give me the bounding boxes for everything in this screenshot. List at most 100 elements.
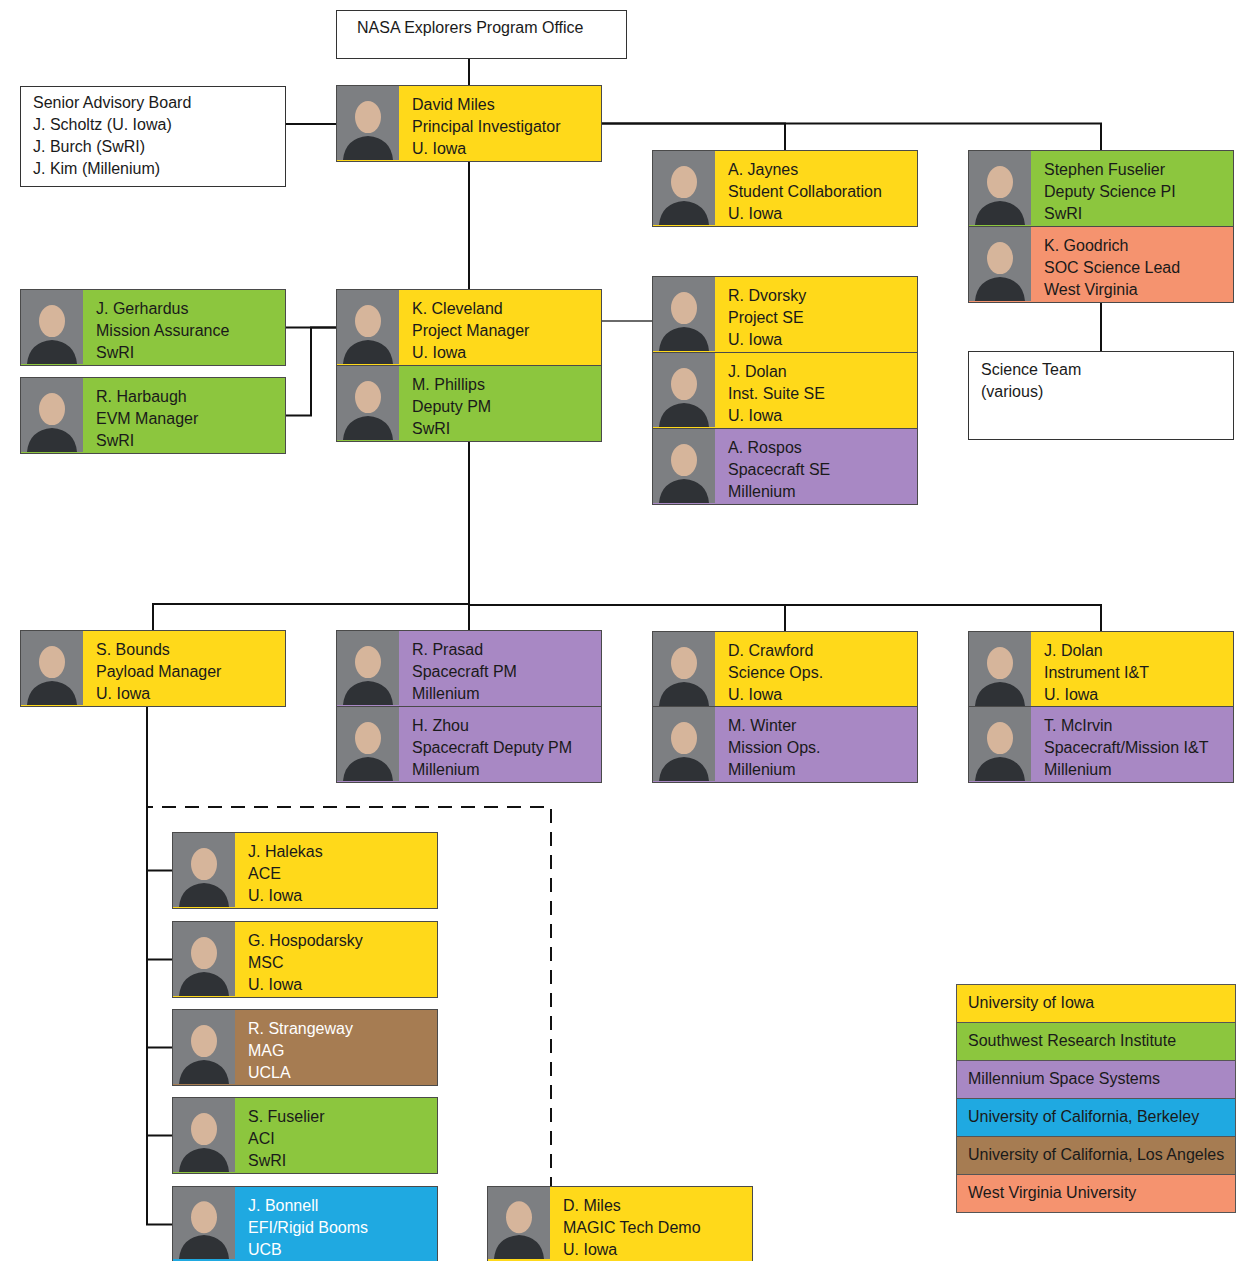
photo-ground: [653, 707, 715, 781]
node-detail: Inst. Suite SE: [728, 383, 825, 405]
text-group: J. DolanInstrument I&TU. Iowa: [1044, 640, 1149, 706]
photo-ground: [653, 429, 715, 503]
connector-line: [153, 442, 469, 630]
connector-line: [602, 320, 652, 322]
connector-line: [147, 707, 172, 1225]
node-title: R. Prasad: [412, 639, 517, 661]
photo-face: [191, 1201, 217, 1233]
photo-shoulders: [659, 403, 709, 427]
node-detail: U. Iowa: [96, 683, 221, 705]
photo-face: [355, 305, 381, 337]
text-group: G. HospodarskyMSCU. Iowa: [248, 930, 363, 996]
portrait-photo: [488, 1187, 550, 1259]
portrait-photo: [337, 86, 399, 160]
node-title: K. Cleveland: [412, 298, 529, 320]
text-group: A. JaynesStudent CollaborationU. Iowa: [728, 159, 882, 225]
node-title: D. Crawford: [728, 640, 823, 662]
photo-ground: [337, 707, 399, 781]
legend-label: University of California, Los Angeles: [957, 1137, 1235, 1166]
node-title: J. Gerhardus: [96, 298, 229, 320]
node-detail: MAGIC Tech Demo: [563, 1217, 701, 1239]
text-group: M. PhillipsDeputy PMSwRI: [412, 374, 491, 440]
text-group: J. GerhardusMission AssuranceSwRI: [96, 298, 229, 364]
node-detail: U. Iowa: [412, 342, 529, 364]
legend-label: West Virginia University: [957, 1175, 1235, 1204]
connector-line: [147, 707, 172, 871]
node-title: K. Goodrich: [1044, 235, 1180, 257]
node-title: R. Dvorsky: [728, 285, 806, 307]
photo-face: [671, 444, 697, 476]
legend-label: Millennium Space Systems: [957, 1061, 1235, 1090]
connector-line: [147, 707, 172, 1048]
node-title: R. Strangeway: [248, 1018, 353, 1040]
node-detail: U. Iowa: [728, 203, 882, 225]
photo-ground: [969, 707, 1031, 781]
photo-ground: [173, 833, 235, 907]
node-detail: UCB: [248, 1239, 368, 1261]
photo-ground: [969, 151, 1031, 225]
person-box: J. DolanInstrument I&TU. Iowa: [968, 631, 1234, 708]
person-box: D. MilesMAGIC Tech DemoU. Iowa: [487, 1186, 753, 1261]
node-detail: Spacecraft/Mission I&T: [1044, 737, 1209, 759]
photo-shoulders: [343, 340, 393, 364]
portrait-photo: [21, 290, 83, 364]
node-detail: SwRI: [96, 342, 229, 364]
photo-ground: [653, 277, 715, 351]
photo-face: [39, 646, 65, 678]
photo-face: [671, 647, 697, 679]
connector-line: [1100, 303, 1102, 351]
portrait-photo: [653, 429, 715, 503]
portrait-photo: [173, 1187, 235, 1259]
node-title: David Miles: [412, 94, 561, 116]
node-detail: ACI: [248, 1128, 324, 1150]
node-detail: Millenium: [1044, 759, 1209, 781]
photo-face: [39, 305, 65, 337]
node-title: A. Rospos: [728, 437, 830, 459]
photo-ground: [653, 353, 715, 427]
portrait-photo: [337, 631, 399, 705]
node-title: NASA Explorers Program Office: [357, 17, 583, 39]
photo-face: [987, 242, 1013, 274]
node-title: J. Halekas: [248, 841, 323, 863]
node-title: R. Harbaugh: [96, 386, 198, 408]
node-detail: Payload Manager: [96, 661, 221, 683]
text-group: J. HalekasACEU. Iowa: [248, 841, 323, 907]
photo-face: [671, 166, 697, 198]
person-box: J. GerhardusMission AssuranceSwRI: [20, 289, 286, 366]
portrait-photo: [969, 227, 1031, 301]
node-title: J. Dolan: [728, 361, 825, 383]
photo-shoulders: [179, 1060, 229, 1084]
connector-line: [286, 328, 336, 416]
photo-face: [671, 722, 697, 754]
text-group: M. WinterMission Ops.Millenium: [728, 715, 820, 781]
portrait-photo: [653, 632, 715, 706]
portrait-photo: [337, 290, 399, 364]
person-box: J. DolanInst. Suite SEU. Iowa: [652, 352, 918, 429]
photo-face: [355, 646, 381, 678]
photo-shoulders: [659, 682, 709, 706]
photo-ground: [337, 290, 399, 364]
photo-shoulders: [179, 883, 229, 907]
person-box: K. ClevelandProject ManagerU. Iowa: [336, 289, 602, 366]
node-detail: Science Ops.: [728, 662, 823, 684]
portrait-photo: [653, 353, 715, 427]
photo-shoulders: [975, 682, 1025, 706]
photo-face: [355, 101, 381, 133]
photo-ground: [173, 1187, 235, 1259]
node-title: D. Miles: [563, 1195, 701, 1217]
text-group: David MilesPrincipal InvestigatorU. Iowa: [412, 94, 561, 160]
node-detail: J. Kim (Millenium): [33, 158, 191, 180]
photo-shoulders: [343, 136, 393, 160]
node-detail: EFI/Rigid Booms: [248, 1217, 368, 1239]
node-detail: J. Scholtz (U. Iowa): [33, 114, 191, 136]
text-group: R. StrangewayMAGUCLA: [248, 1018, 353, 1084]
person-box: S. BoundsPayload ManagerU. Iowa: [20, 630, 286, 707]
node-detail: Instrument I&T: [1044, 662, 1149, 684]
connector-line: [147, 707, 172, 1136]
node-detail: SOC Science Lead: [1044, 257, 1180, 279]
legend-swatch: Southwest Research Institute: [956, 1022, 1236, 1061]
node-detail: Deputy Science PI: [1044, 181, 1176, 203]
node-detail: West Virginia: [1044, 279, 1180, 301]
connector-line: [468, 59, 470, 85]
